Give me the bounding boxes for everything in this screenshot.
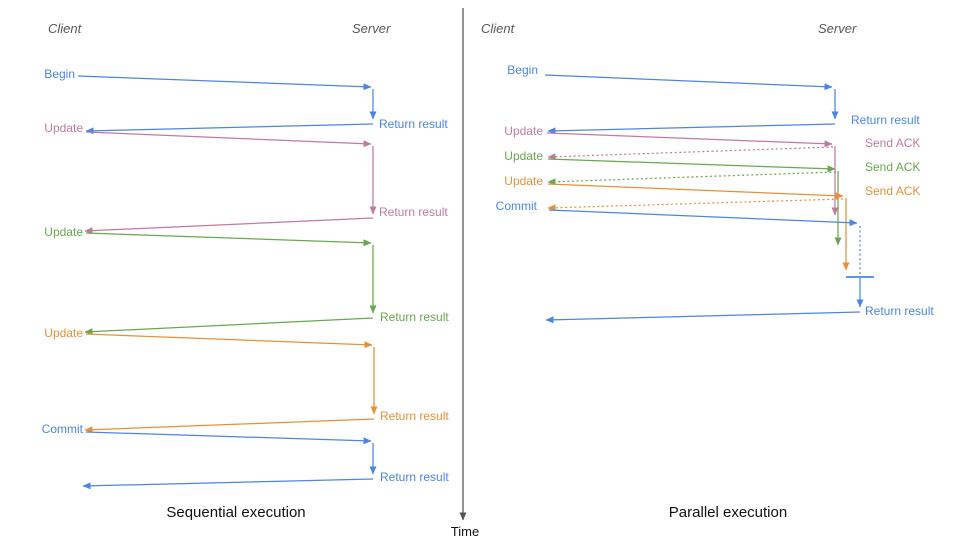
sequential-return-result-4-label: Return result [380, 409, 449, 423]
parallel-update-1-ack-arrow [547, 146, 834, 161]
parallel-update-1-label: Update [504, 124, 543, 138]
sequential-update-2-label: Update [44, 225, 83, 239]
sequential-title: Sequential execution [166, 504, 306, 521]
sequential-commit-request-arrow [85, 431, 372, 445]
sequential-begin-request-arrow [77, 75, 372, 91]
parallel-send-ack-1-label: Send ACK [865, 136, 921, 150]
parallel-begin-label: Begin [507, 63, 538, 77]
parallel-commit-label: Commit [495, 199, 537, 213]
parallel-update-3-request-arrow [547, 183, 844, 200]
parallel-server-role-label: Server [818, 21, 857, 36]
parallel-send-ack-3-label: Send ACK [865, 184, 921, 198]
sequential-update-1-return-arrow [84, 217, 374, 235]
sequential-update-2-return-arrow [84, 317, 374, 336]
parallel-update-2-label: Update [504, 149, 543, 163]
sequential-begin-label: Begin [44, 67, 75, 81]
parallel-begin-request-arrow [544, 74, 833, 91]
sequential-return-result-2-label: Return result [379, 205, 448, 219]
parallel-update-1-request-arrow [546, 132, 833, 148]
sequential-update-3-request-arrow [85, 333, 373, 349]
parallel-client-role-label: Client [481, 21, 515, 36]
sequential-commit-return-arrow [82, 478, 374, 490]
parallel-send-ack-2-label: Send ACK [865, 160, 921, 174]
sequential-update-1-label: Update [44, 121, 83, 135]
parallel-return-result-top-label: Return result [851, 113, 920, 127]
parallel-commit-return-arrow [545, 311, 861, 324]
parallel-update-2-request-arrow [547, 158, 836, 173]
parallel-commit-request-arrow [548, 209, 858, 227]
parallel-update-2-ack-arrow [547, 171, 837, 186]
sequential-return-result-5-label: Return result [380, 470, 449, 484]
parallel-begin-return-arrow [547, 123, 836, 135]
sequential-commit-label: Commit [41, 422, 83, 436]
sequential-update-3-return-arrow [84, 418, 375, 434]
sequential-client-role-label: Client [48, 21, 82, 36]
parallel-update-3-label: Update [504, 174, 543, 188]
sequential-server-role-label: Server [352, 21, 391, 36]
parallel-update-3-ack-arrow [547, 198, 844, 212]
sequential-return-result-1-label: Return result [379, 117, 448, 131]
sequential-update-2-request-arrow [85, 232, 372, 247]
parallel-title: Parallel execution [668, 504, 788, 521]
sequential-begin-return-arrow [85, 123, 374, 135]
sequential-return-result-3-label: Return result [380, 310, 449, 324]
time-axis-label: Time [450, 524, 480, 539]
sequential-update-1-request-arrow [85, 131, 372, 148]
sequential-update-3-label: Update [44, 326, 83, 340]
parallel-return-result-bottom-label: Return result [865, 304, 934, 318]
